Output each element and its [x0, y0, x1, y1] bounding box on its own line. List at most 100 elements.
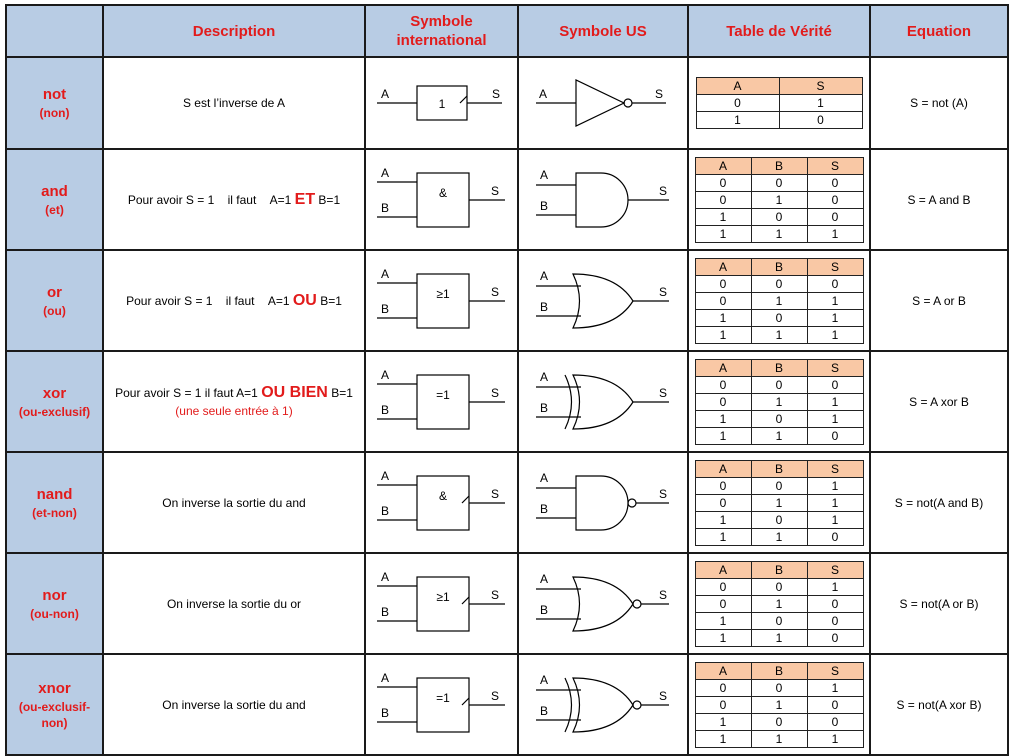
output-s-label: S: [491, 487, 499, 501]
and-us-symbol: ABS: [535, 168, 669, 228]
truth-table-cell-value: 1: [806, 325, 864, 344]
truth-table-cell-value: 0: [694, 678, 752, 697]
description-post: B=1: [327, 385, 353, 400]
description-text: On inverse la sortie du or: [166, 596, 302, 611]
input-a-label: A: [381, 368, 389, 382]
description-note: (une seule entrée à 1): [175, 403, 293, 418]
input-a-label: A: [381, 166, 389, 180]
header-description: Description: [102, 4, 366, 58]
truth-table-header-cell: S: [806, 257, 864, 276]
xor-iec-symbol: ABS=1: [376, 368, 505, 430]
truth-table-cell-value: 0: [806, 712, 864, 731]
xor-extra-arc: [563, 677, 572, 732]
gate-description-cell: On inverse la sortie du and: [102, 653, 366, 756]
input-a-label: A: [540, 168, 548, 182]
input-b-label: B: [540, 502, 548, 516]
gate-name: nand: [36, 485, 73, 503]
or-us-symbol: ABS: [535, 269, 669, 329]
input-b-label: B: [381, 201, 389, 215]
input-b-label: B: [381, 403, 389, 417]
or-iec-symbol: ABS≥1: [376, 267, 505, 329]
input-a-label: A: [381, 87, 389, 101]
truth-table-header-cell: S: [806, 156, 864, 175]
gate-translation: (non): [39, 106, 70, 120]
gate-name: not: [42, 86, 67, 103]
truth-table-cell-value: 1: [750, 527, 808, 546]
truth-table-cell-value: 0: [750, 611, 808, 630]
gate-description-cell: On inverse la sortie du or: [102, 552, 366, 655]
equation-cell: S = not(A and B): [869, 451, 1009, 554]
header-row: Description Symbole international Symbol…: [5, 4, 1009, 58]
xnor-iec-symbol: ABS=1: [376, 671, 505, 733]
input-b-label: B: [381, 605, 389, 619]
truth-table-cell-value: 0: [750, 274, 808, 293]
description-text: S est l’inverse de A: [182, 96, 286, 110]
gate-name: and: [41, 182, 68, 200]
nand-us-symbol: ABS: [535, 471, 669, 531]
truth-table-header-cell: S: [806, 459, 864, 478]
truth-table-cell-value: 0: [694, 493, 752, 512]
input-b-label: B: [381, 504, 389, 518]
iec-label: =1: [436, 691, 450, 705]
iec-box: [415, 171, 470, 228]
output-s-label: S: [491, 285, 499, 299]
gate-name: nor: [42, 586, 67, 604]
truth-table-header-cell: A: [694, 459, 752, 478]
truth-table-cell-value: 0: [806, 594, 864, 613]
gate-name-cell: or(ou): [5, 249, 104, 352]
truth-table-cell-value: 0: [750, 476, 808, 495]
output-s-label: S: [491, 588, 499, 602]
inverter-bubble: [631, 598, 642, 609]
header-symbole-international: Symbole international: [364, 4, 519, 58]
truth-table-cell-value: 0: [750, 409, 808, 428]
gate-description-cell: S est l’inverse de A: [102, 56, 366, 150]
truth-table-cell-value: 1: [750, 392, 808, 411]
equation-cell: S = A and B: [869, 148, 1009, 251]
truth-table-header-cell: S: [806, 661, 864, 680]
truth-table-cell-value: 0: [694, 375, 752, 394]
gate-name-cell: nor(ou-non): [5, 552, 104, 655]
truth-table-cell-value: 0: [806, 426, 864, 445]
iec-label: 1: [438, 97, 445, 111]
input-a-label: A: [381, 469, 389, 483]
truth-table-cell-value: 1: [694, 611, 752, 630]
equation-cell: S = not (A): [869, 56, 1009, 150]
output-s-label: S: [659, 689, 667, 703]
input-a-label: A: [540, 370, 548, 384]
truth-table-cell-value: 1: [806, 577, 864, 596]
truth-table-cell-value: 1: [694, 510, 752, 529]
truth-table-cell-value: 1: [694, 729, 752, 748]
truth-table-cell-value: 1: [750, 493, 808, 512]
description-pre: Pour avoir S = 1 il faut A=1: [115, 385, 262, 400]
and-gate-body: [574, 474, 629, 531]
truth-table-header-cell: S: [806, 358, 864, 377]
truth-table-header-cell: A: [694, 560, 752, 579]
truth-table-cell-value: 1: [694, 308, 752, 327]
truth-table-cell-value: 0: [750, 577, 808, 596]
output-s-label: S: [659, 487, 667, 501]
iec-label: ≥1: [436, 590, 450, 604]
